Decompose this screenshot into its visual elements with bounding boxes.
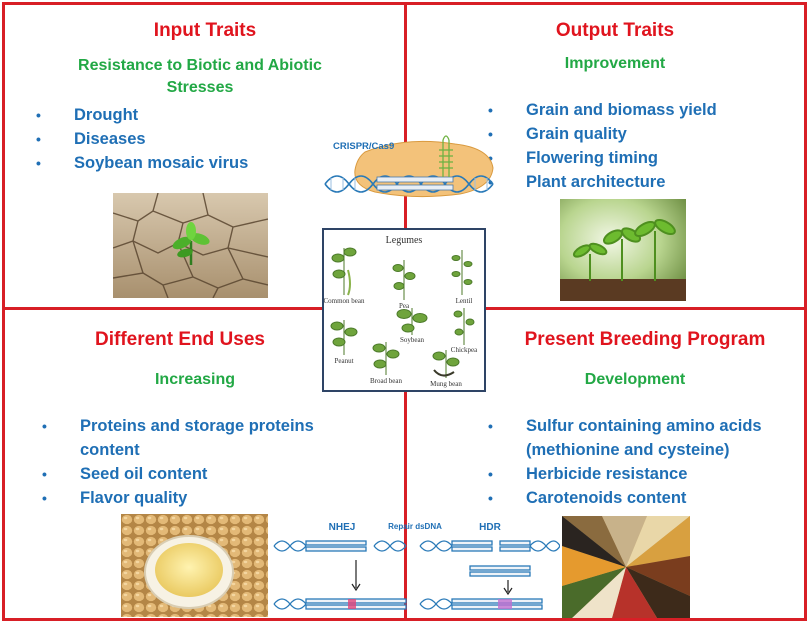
breeding-program-list: Sulfur containing amino acids (methionin… <box>488 414 806 510</box>
list-item: Grain quality <box>488 122 788 146</box>
list-item: Drought <box>36 103 356 127</box>
end-uses-title: Different End Uses <box>95 329 265 350</box>
arrow-down-icon <box>351 560 513 596</box>
input-traits-subtitle: Resistance to Biotic and Abiotic Stresse… <box>78 57 322 96</box>
input-traits-title: Input Traits <box>153 20 257 41</box>
list-item: Herbicide resistance <box>488 462 806 486</box>
list-item: Seed oil content <box>42 462 362 486</box>
input-traits-list: Drought Diseases Soybean mosaic virus <box>36 103 356 175</box>
legume-label: Broad bean <box>370 377 403 385</box>
list-item: Carotenoids content <box>488 486 806 510</box>
legume-label: Mung bean <box>430 380 462 388</box>
legumes-box: Legumes C <box>322 228 486 392</box>
list-item: Flavor quality <box>42 486 362 510</box>
crispr-label: CRISPR/Cas9 <box>333 141 394 152</box>
end-uses-subtitle: Increasing <box>154 371 236 388</box>
seedlings-image <box>560 199 686 301</box>
dna-repair-schematic: NHEJ Repair dsDNA HDR <box>270 516 560 618</box>
end-uses-list: Proteins and storage proteins content Se… <box>42 414 362 510</box>
list-item: Proteins and storage proteins content <box>42 414 362 462</box>
seedling-icon <box>172 222 210 265</box>
list-item: Diseases <box>36 127 356 151</box>
legumes-title: Legumes <box>386 235 423 246</box>
legume-label: Peanut <box>334 357 353 365</box>
hdr-label: HDR <box>479 522 501 533</box>
output-traits-list: Grain and biomass yield Grain quality Fl… <box>488 98 788 194</box>
repair-dsdna-label: Repair dsDNA <box>388 522 442 531</box>
legume-label: Soybean <box>400 336 425 344</box>
list-item: Sulfur containing amino acids (methionin… <box>488 414 806 462</box>
output-traits-subtitle: Improvement <box>564 55 666 72</box>
crispr-cas9-schematic: CRISPR/Cas9 <box>324 130 500 205</box>
legume-seeds-image <box>562 516 690 618</box>
list-item: Grain and biomass yield <box>488 98 788 122</box>
list-item: Soybean mosaic virus <box>36 151 356 175</box>
legume-label: Lentil <box>456 297 473 305</box>
drought-soil-image <box>113 193 268 298</box>
list-item: Plant architecture <box>488 170 788 194</box>
breeding-program-subtitle: Development <box>584 371 686 388</box>
legume-label: Chickpea <box>451 346 478 354</box>
list-item: Flowering timing <box>488 146 788 170</box>
nhej-label: NHEJ <box>329 522 356 533</box>
breeding-program-title: Present Breeding Program <box>524 329 766 350</box>
legume-label: Pea <box>399 302 410 310</box>
legume-label: Common bean <box>324 297 365 305</box>
output-traits-title: Output Traits <box>555 20 675 41</box>
soybean-oil-image <box>121 514 268 617</box>
